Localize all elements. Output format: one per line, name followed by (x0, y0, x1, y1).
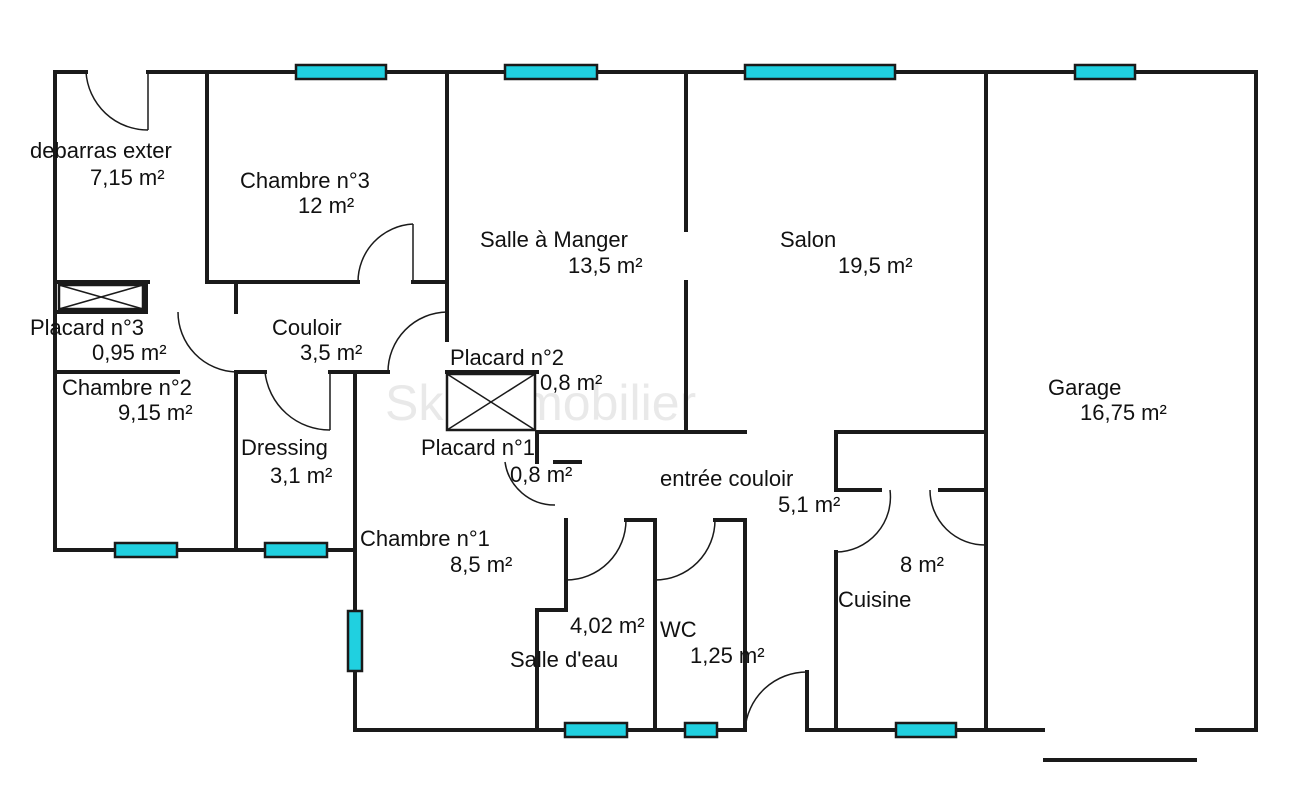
room-area: 16,75 m² (1080, 400, 1167, 425)
room-name: Chambre n°2 (62, 375, 192, 400)
watermark: Ski immobilier (385, 375, 696, 431)
room-name: Couloir (272, 315, 342, 340)
room-name: Placard n°3 (30, 315, 144, 340)
room-area: 1,25 m² (690, 643, 765, 668)
room-area: 3,1 m² (270, 463, 332, 488)
room-area: 5,1 m² (778, 492, 840, 517)
room-labels: debarras exter 7,15 m² Chambre n°3 12 m²… (30, 138, 1167, 672)
room-area: 0,8 m² (510, 462, 572, 487)
room-area: 0,8 m² (540, 370, 602, 395)
room-area: 7,15 m² (90, 165, 165, 190)
room-name: Chambre n°3 (240, 168, 370, 193)
room-name: Garage (1048, 375, 1121, 400)
walls (53, 70, 1258, 762)
room-area: 8,5 m² (450, 552, 512, 577)
room-area: 0,95 m² (92, 340, 167, 365)
windows (113, 63, 1137, 739)
room-name: entrée couloir (660, 466, 793, 491)
room-area: 8 m² (900, 552, 944, 577)
room-name: Dressing (241, 435, 328, 460)
room-area: 4,02 m² (570, 613, 645, 638)
closets (57, 283, 537, 432)
room-area: 19,5 m² (838, 253, 913, 278)
room-name: Chambre n°1 (360, 526, 490, 551)
room-area: 3,5 m² (300, 340, 362, 365)
room-name: Placard n°1 (421, 435, 535, 460)
room-name: WC (660, 617, 697, 642)
room-name: debarras exter (30, 138, 172, 163)
room-name: Salon (780, 227, 836, 252)
room-name: Salle à Manger (480, 227, 628, 252)
room-name: Salle d'eau (510, 647, 618, 672)
room-name: Placard n°2 (450, 345, 564, 370)
room-area: 9,15 m² (118, 400, 193, 425)
door-swings (85, 71, 987, 731)
room-area: 12 m² (298, 193, 354, 218)
room-name: Cuisine (838, 587, 911, 612)
room-area: 13,5 m² (568, 253, 643, 278)
